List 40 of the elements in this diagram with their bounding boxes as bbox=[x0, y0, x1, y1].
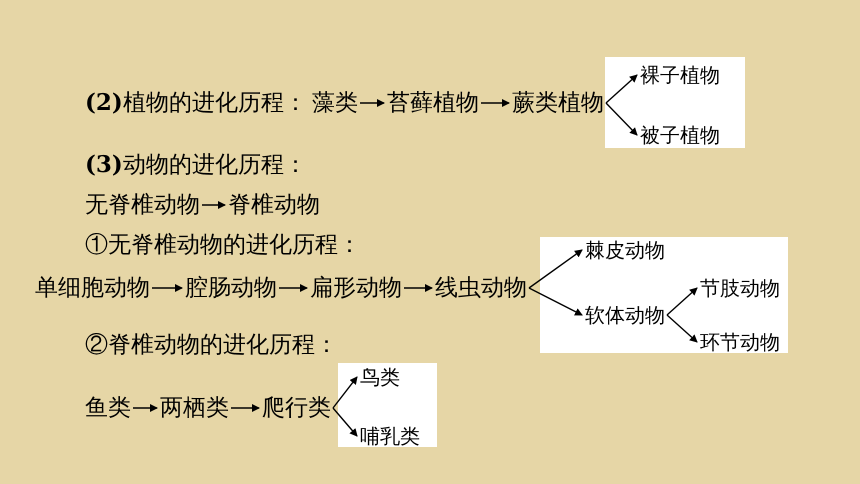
term-text: 被子植物 bbox=[640, 121, 720, 149]
arrow bbox=[279, 284, 308, 292]
term-text: 两栖类 bbox=[160, 394, 229, 422]
term-text: 棘皮动物 bbox=[585, 236, 665, 264]
heading-text: ②脊椎动物的进化历程： bbox=[85, 331, 338, 359]
arrow bbox=[152, 284, 183, 292]
term-text: 线虫动物 bbox=[435, 274, 527, 302]
term-text: 鱼类 bbox=[85, 394, 131, 422]
arrow bbox=[332, 408, 358, 437]
heading-text: (2)植物的进化历程： bbox=[85, 89, 307, 117]
arrow bbox=[404, 284, 433, 292]
term-text: 扁形动物 bbox=[310, 274, 402, 302]
term-text: 单细胞动物 bbox=[35, 274, 150, 302]
arrow bbox=[481, 99, 510, 107]
heading-text: (3)动物的进化历程： bbox=[85, 151, 307, 179]
term-text: 无脊椎动物 bbox=[85, 191, 200, 219]
arrow bbox=[666, 287, 698, 316]
heading-text: ①无脊椎动物的进化历程： bbox=[85, 231, 361, 259]
arrow bbox=[332, 376, 358, 408]
term-text: 腔肠动物 bbox=[185, 274, 277, 302]
arrow bbox=[360, 99, 385, 107]
term-text: 苔藓植物 bbox=[387, 89, 479, 117]
term-text: 爬行类 bbox=[262, 394, 331, 422]
term-text: 节肢动物 bbox=[700, 274, 780, 302]
term-text: 哺乳类 bbox=[360, 422, 420, 450]
arrow bbox=[202, 201, 226, 209]
arrow bbox=[528, 287, 583, 316]
arrow bbox=[133, 404, 158, 412]
term-text: 蕨类植物 bbox=[512, 89, 604, 117]
arrow bbox=[528, 249, 583, 289]
term-text: 裸子植物 bbox=[640, 61, 720, 89]
arrow bbox=[231, 404, 260, 412]
term-text: 软体动物 bbox=[585, 301, 665, 329]
arrow bbox=[666, 314, 698, 343]
term-text: 藻类 bbox=[312, 89, 358, 117]
arrow bbox=[606, 102, 638, 136]
term-text: 鸟类 bbox=[360, 363, 400, 391]
term-text: 环节动物 bbox=[700, 328, 780, 356]
arrow bbox=[606, 74, 638, 104]
term-text: 脊椎动物 bbox=[228, 191, 320, 219]
